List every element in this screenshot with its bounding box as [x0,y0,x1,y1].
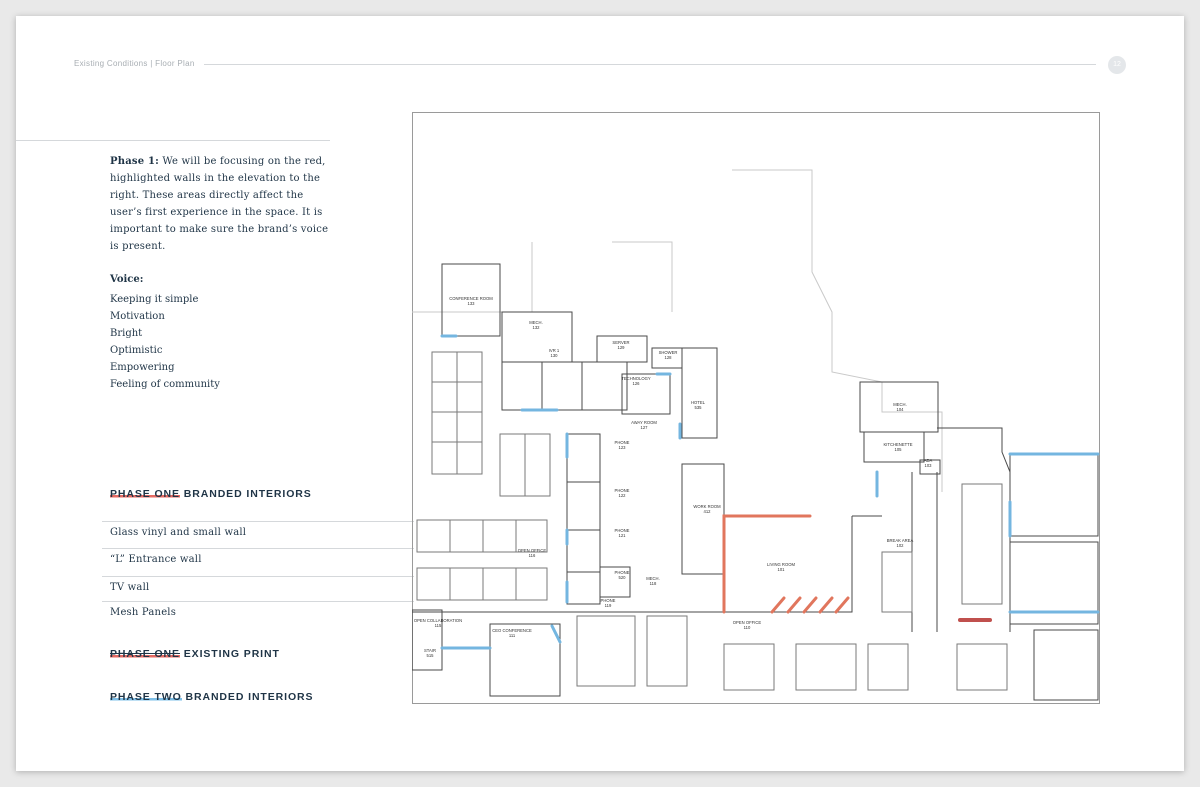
legend-item: TV wall [110,582,150,593]
existing-suffix: EXISTING PRINT [179,648,280,660]
legend-item: “L” Entrance wall [110,554,202,565]
sidebar-rule [16,140,330,141]
legend-phase-one-branded: PHASE ONE BRANDED INTERIORS [110,488,312,500]
legend-divider [102,601,414,602]
legend-phase-one-existing: PHASE ONE EXISTING PRINT [110,648,280,660]
phase-text: We will be focusing on the red, highligh… [110,156,329,252]
phase-one-highlight: PHASE ONE [110,488,180,500]
legend-divider [102,521,414,522]
phase-two-walls [440,334,1100,650]
room-label: MECH.118 [646,576,660,586]
voice-item: Empowering [110,362,175,373]
document-page: Existing Conditions | Floor Plan 12 Phas… [16,16,1184,771]
phase-two-highlight: PHASE TWO [110,691,182,703]
phase-label: Phase 1: [110,156,159,167]
voice-item: Feeling of community [110,379,220,390]
voice-item: Optimistic [110,345,163,356]
phase-two-suffix: BRANDED INTERIORS [181,691,314,703]
header-title: Existing Conditions | Floor Plan [74,59,195,68]
phase-description: Phase 1: We will be focusing on the red,… [110,153,335,255]
voice-heading: Voice: [110,274,144,285]
branded-suffix: BRANDED INTERIORS [179,488,312,500]
header-rule [204,64,1096,65]
legend-divider [102,576,414,577]
legend-phase-two-branded: PHASE TWO BRANDED INTERIORS [110,691,313,703]
room-label: MECH.104 [893,402,907,412]
legend-item: Mesh Panels [110,607,177,618]
voice-item: Bright [110,328,143,339]
room-label: MECH.132 [529,320,543,330]
voice-item: Motivation [110,311,165,322]
legend-item: Glass vinyl and small wall [110,527,247,538]
mesh-panels [770,596,850,614]
existing-prefix: PHASE ONE [110,648,180,660]
page-number: 12 [1108,56,1126,74]
legend-divider [102,548,414,549]
l-entrance-wall [722,514,812,614]
voice-item: Keeping it simple [110,294,199,305]
